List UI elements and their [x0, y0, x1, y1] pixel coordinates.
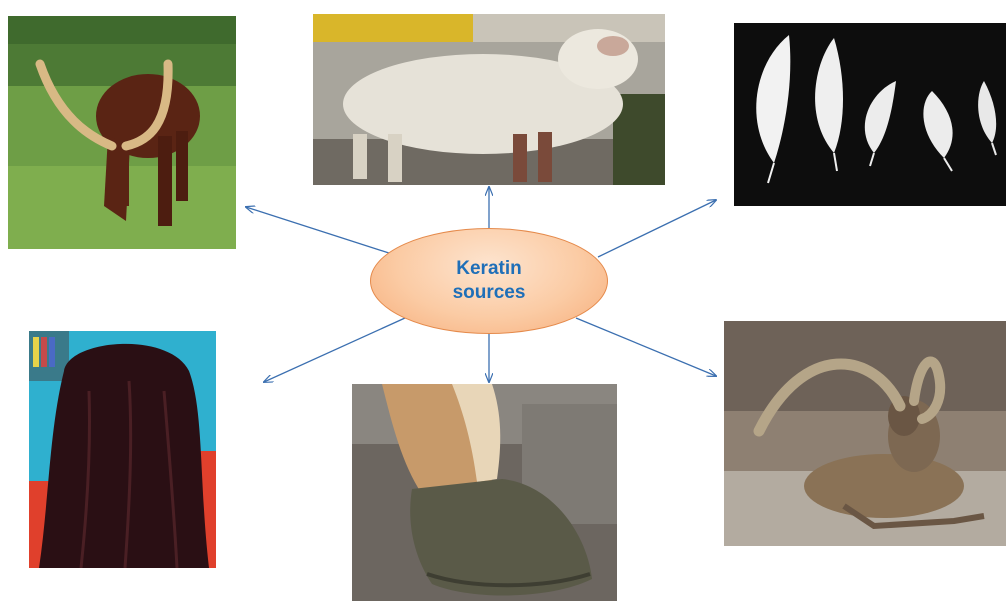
arrow-to-hair	[264, 318, 405, 382]
arrow-to-cattle-horn	[246, 207, 392, 254]
human-hair-icon	[29, 331, 216, 568]
hoof-icon	[352, 384, 617, 601]
cattle-horn-photo	[8, 16, 236, 249]
feathers-photo	[734, 23, 1006, 206]
sheep-icon	[313, 14, 665, 185]
arrow-to-ibex-horn	[576, 318, 716, 376]
ibex-icon	[724, 321, 1006, 546]
center-label: Keratin sources	[429, 257, 549, 305]
wool-photo	[313, 14, 665, 185]
hoof-photo	[352, 384, 617, 601]
feathers-icon	[734, 23, 1006, 206]
center-node: Keratin sources	[370, 228, 608, 334]
hair-photo	[29, 331, 216, 568]
bull-with-horns-icon	[8, 16, 236, 249]
ibex-horn-photo	[724, 321, 1006, 546]
arrow-to-feathers	[598, 200, 716, 257]
